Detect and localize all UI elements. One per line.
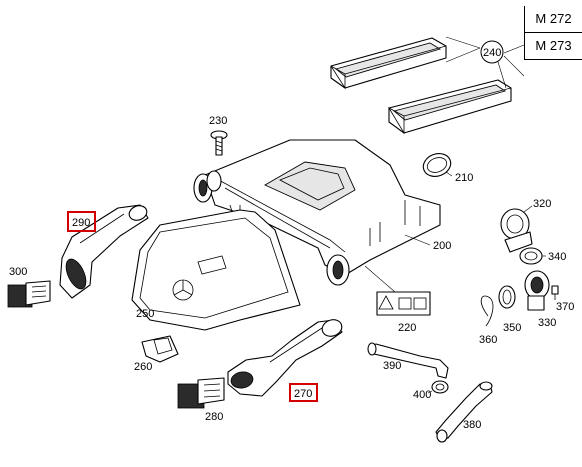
callout-circle-240 — [480, 40, 504, 64]
engine-variant-m273: M 273 — [524, 33, 582, 60]
callout-320: 320 — [533, 198, 551, 210]
callout-220: 220 — [398, 322, 416, 334]
air-mass-sensor[interactable] — [500, 208, 533, 253]
engine-cover[interactable] — [131, 209, 301, 331]
seal-ring[interactable] — [420, 150, 454, 180]
callout-230: 230 — [209, 115, 227, 127]
callout-270: 270 — [294, 388, 312, 400]
air-filter-element-upper[interactable] — [330, 37, 447, 90]
callout-260: 260 — [134, 361, 152, 373]
callout-390: 390 — [383, 360, 401, 372]
leader-240 — [445, 36, 525, 89]
seal-ring-small[interactable] — [498, 285, 516, 309]
callout-250: 250 — [136, 308, 154, 320]
callout-box-270 — [289, 383, 318, 402]
callout-340: 340 — [548, 251, 566, 263]
bracket[interactable] — [141, 335, 179, 363]
callout-330: 330 — [538, 317, 556, 329]
housing-left-duct — [193, 170, 222, 203]
callout-350: 350 — [503, 322, 521, 334]
intake-duct-left[interactable] — [59, 203, 149, 299]
engine-variant-table: M 272 M 273 — [524, 6, 582, 60]
resonator-right[interactable] — [177, 377, 225, 409]
warning-label[interactable] — [376, 291, 431, 316]
callout-370: 370 — [556, 301, 574, 313]
wire-clip[interactable] — [480, 295, 494, 327]
air-filter-housing[interactable] — [204, 139, 441, 276]
small-screw[interactable] — [551, 285, 559, 300]
callout-400: 400 — [413, 389, 431, 401]
resonator-left[interactable] — [7, 280, 51, 308]
clamp-ring[interactable] — [519, 247, 543, 265]
callout-210: 210 — [455, 172, 473, 184]
bolt[interactable] — [210, 130, 228, 156]
hose-clamp[interactable] — [431, 380, 449, 394]
intake-duct-right[interactable] — [227, 317, 344, 397]
callout-380: 380 — [463, 419, 481, 431]
callout-box-290 — [67, 211, 96, 232]
callout-280: 280 — [205, 411, 223, 423]
air-filter-element-lower[interactable] — [387, 79, 512, 135]
hose-upper[interactable] — [367, 342, 449, 379]
housing-right-duct — [326, 254, 350, 286]
hose-lower[interactable] — [435, 381, 493, 443]
callout-290: 290 — [72, 217, 90, 229]
callout-360: 360 — [479, 334, 497, 346]
callout-300: 300 — [9, 266, 27, 278]
callout-200: 200 — [433, 240, 451, 252]
engine-variant-m272: M 272 — [524, 6, 582, 33]
sensor-housing[interactable] — [524, 270, 550, 311]
callout-240: 240 — [483, 47, 501, 59]
